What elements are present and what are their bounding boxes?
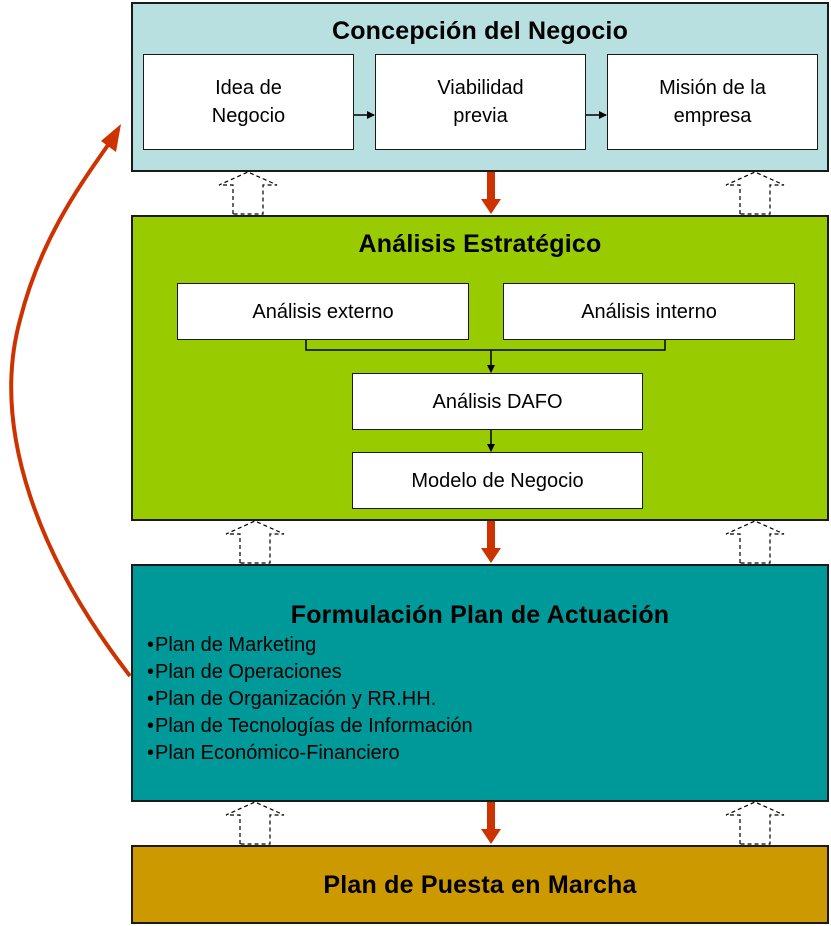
step-mision-line1: Misión de la xyxy=(659,77,766,99)
step-viabilidad-previa: Viabilidad previa xyxy=(375,54,586,150)
box-modelo-negocio: Modelo de Negocio xyxy=(352,452,643,509)
red-arrow-3 xyxy=(481,802,501,844)
plan-list: Plan de Marketing Plan de Operaciones Pl… xyxy=(147,632,473,767)
panel-puesta-en-marcha: Plan de Puesta en Marcha xyxy=(131,845,829,924)
step-idea-line1: Idea de xyxy=(215,77,282,99)
box-analisis-externo-label: Análisis externo xyxy=(252,300,394,323)
step-viabilidad-line1: Viabilidad xyxy=(437,77,524,99)
dashed-arrow-right-3 xyxy=(725,801,785,845)
dashed-arrow-left-2 xyxy=(225,520,285,564)
box-analisis-interno-label: Análisis interno xyxy=(581,300,717,323)
plan-item-organizacion: Plan de Organización y RR.HH. xyxy=(147,686,473,713)
step-idea-negocio: Idea de Negocio xyxy=(143,54,354,150)
dashed-arrow-right-1 xyxy=(725,171,785,215)
red-arrow-1 xyxy=(481,172,501,214)
panel-marcha-title: Plan de Puesta en Marcha xyxy=(323,871,637,899)
panel-formulacion-plan: Formulación Plan de Actuación Plan de Ma… xyxy=(131,564,829,802)
plan-item-economico: Plan Económico-Financiero xyxy=(147,740,473,767)
dashed-arrow-left-1 xyxy=(218,171,278,215)
dashed-arrow-right-2 xyxy=(725,520,785,564)
step-mision-empresa: Misión de la empresa xyxy=(607,54,818,150)
box-analisis-dafo-label: Análisis DAFO xyxy=(432,390,563,413)
plan-item-operaciones: Plan de Operaciones xyxy=(147,659,473,686)
box-modelo-negocio-label: Modelo de Negocio xyxy=(411,469,584,492)
panel-formulacion-title: Formulación Plan de Actuación xyxy=(290,601,670,629)
panel-analisis-title: Análisis Estratégico xyxy=(358,230,602,258)
step-mision-line2: empresa xyxy=(673,105,752,127)
box-analisis-interno: Análisis interno xyxy=(503,283,795,340)
box-analisis-dafo: Análisis DAFO xyxy=(352,373,643,430)
red-feedback-curve xyxy=(9,143,132,678)
plan-item-tecnologias: Plan de Tecnologías de Información xyxy=(147,713,473,740)
dashed-arrow-left-3 xyxy=(225,801,285,845)
red-feedback-curve-head xyxy=(101,124,121,152)
step-idea-line2: Negocio xyxy=(211,105,286,127)
box-analisis-externo: Análisis externo xyxy=(177,283,469,340)
red-arrow-2 xyxy=(481,521,501,563)
panel-concepcion-title: Concepción del Negocio xyxy=(331,17,629,45)
step-viabilidad-line2: previa xyxy=(453,105,508,127)
plan-item-marketing: Plan de Marketing xyxy=(147,632,473,659)
